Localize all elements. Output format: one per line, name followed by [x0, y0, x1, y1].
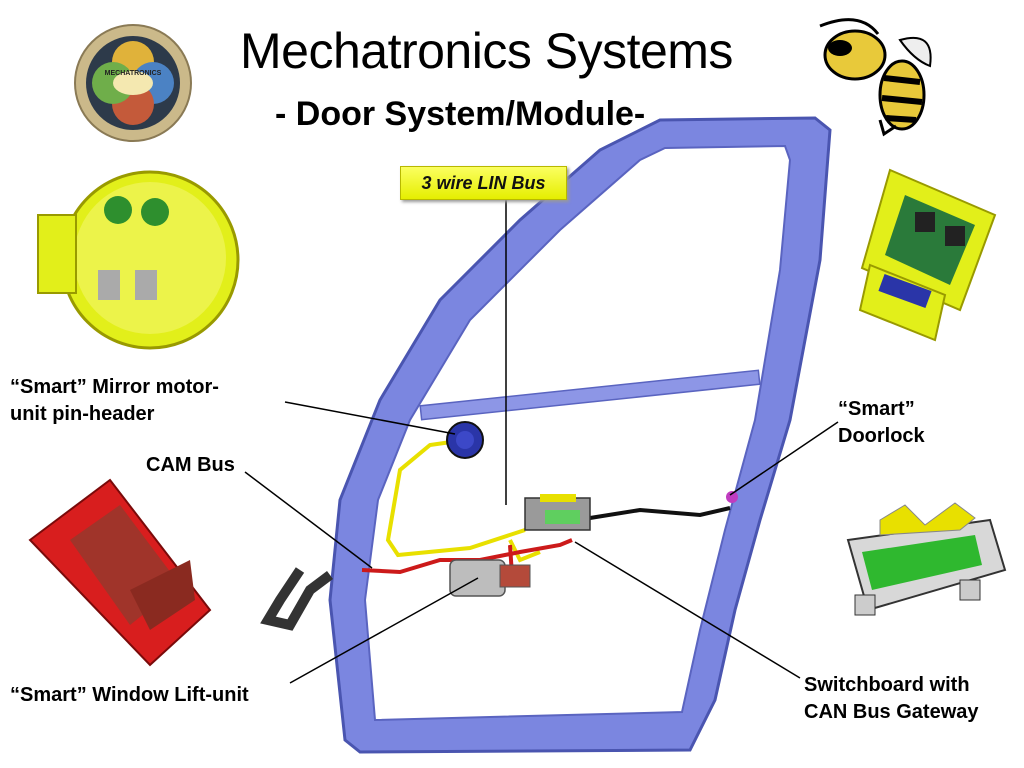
- lin-bus-label: 3 wire LIN Bus: [400, 166, 567, 200]
- page-title: Mechatronics Systems: [240, 23, 733, 79]
- logo-center-text: MECHATRONICS: [104, 70, 162, 77]
- mirror-label-line1: “Smart” Mirror motor-: [10, 376, 219, 398]
- switchboard-module-icon: [846, 502, 1007, 616]
- mirror-motor-label: “Smart” Mirror motor- unit pin-header: [10, 374, 219, 428]
- harness-grommet: [260, 567, 333, 631]
- page-subtitle: - Door System/Module-: [275, 95, 646, 133]
- yellow-jacket-mascot-icon: [819, 18, 932, 137]
- switchboard-label-line2: CAN Bus Gateway: [804, 701, 979, 723]
- window-lift-module-icon: [28, 478, 212, 667]
- window-lift-label: “Smart” Window Lift-unit: [10, 684, 249, 706]
- switchboard-label: Switchboard with CAN Bus Gateway: [804, 672, 979, 726]
- doorlock-label: “Smart” Doorlock: [838, 396, 925, 450]
- cam-bus-label: CAM Bus: [146, 454, 235, 476]
- mechatronics-logo-icon: [74, 24, 192, 142]
- doorlock-wire: [589, 506, 731, 520]
- lin-bus-wire: [385, 438, 541, 563]
- door-frame: [328, 116, 832, 754]
- mirror-label-line2: unit pin-header: [10, 403, 155, 425]
- mirror-module-yellow-icon: [37, 170, 240, 350]
- mirror-motor-unit-icon: [446, 421, 484, 459]
- doorlock-module-icon: [858, 168, 997, 342]
- doorlock-on-door: [726, 491, 738, 503]
- switchboard-on-door: [524, 494, 591, 531]
- switchboard-label-line1: Switchboard with: [804, 674, 970, 696]
- callout-leaders: [244, 198, 839, 684]
- doorlock-label-line1: “Smart”: [838, 398, 915, 420]
- doorlock-label-line2: Doorlock: [838, 425, 925, 447]
